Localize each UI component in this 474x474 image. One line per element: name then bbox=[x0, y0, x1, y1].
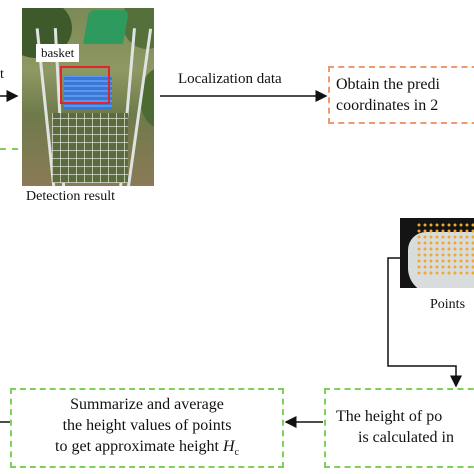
basket-bounding-box bbox=[60, 66, 110, 104]
photo-blue-basket bbox=[64, 76, 112, 110]
prediction-line-1: Obtain the predi bbox=[336, 76, 440, 93]
height-subscript: c bbox=[234, 447, 239, 459]
summary-box: Summarize and average the height values … bbox=[10, 388, 284, 468]
localization-data-label: Localization data bbox=[178, 71, 282, 87]
height-symbol: H bbox=[222, 438, 235, 455]
green-dashed-fragment bbox=[0, 148, 18, 150]
bbox-label: basket bbox=[36, 44, 80, 62]
prediction-line-2: coordinates in 2 bbox=[336, 97, 439, 114]
detection-caption: Detection result bbox=[26, 189, 116, 204]
points-to-height-connector bbox=[387, 257, 462, 388]
summary-line-3: to get approximate height Hc bbox=[12, 436, 282, 463]
points-caption: Points bbox=[430, 297, 466, 312]
points-grid bbox=[416, 222, 474, 276]
photo-mesh-floor bbox=[52, 113, 128, 183]
height-calc-line-1: The height of po bbox=[336, 408, 443, 425]
points-image bbox=[400, 218, 474, 288]
summary-line-2: the height values of points bbox=[62, 417, 232, 434]
summary-line-1: Summarize and average bbox=[70, 396, 224, 413]
height-calc-box: The height of po is calculated in bbox=[324, 388, 474, 468]
summary-line-3-text: to get approximate height bbox=[55, 438, 219, 455]
prediction-box: Obtain the predi coordinates in 2 bbox=[328, 66, 474, 124]
left-edge-text-fragment: t bbox=[0, 67, 4, 82]
height-calc-line-2: is calculated in bbox=[358, 429, 454, 446]
